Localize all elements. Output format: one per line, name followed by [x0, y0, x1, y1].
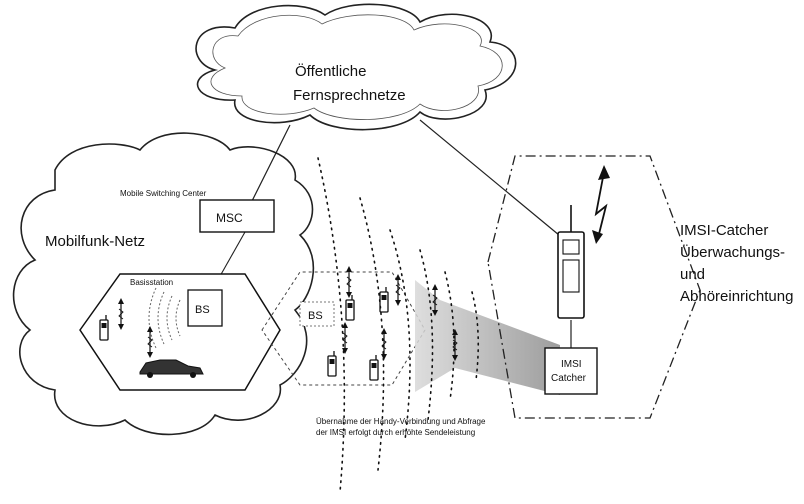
mobile-phone-icon — [557, 205, 585, 319]
bs-left-box — [187, 289, 223, 327]
public-network-cloud-icon — [195, 3, 517, 131]
mobile-phone-icon — [379, 286, 389, 313]
caption-line-1: Übernahme der Handy-Verbindung und Abfra… — [316, 417, 486, 426]
mobile-phone-icon — [369, 354, 379, 381]
imsi-catcher-box-label-1: IMSI — [561, 359, 582, 370]
radio-wave-icon — [148, 287, 181, 349]
signal-propagation-arcs — [317, 157, 480, 493]
lightning-icon — [592, 165, 610, 244]
bs-middle-box — [299, 301, 335, 327]
signal-beam — [415, 280, 560, 395]
public-network-label-1: Öffentliche — [295, 62, 366, 80]
imsi-title-4: Abhöreinrichtung — [680, 288, 793, 305]
mobile-phone-icon — [327, 350, 337, 377]
imsi-catcher-box — [544, 347, 598, 395]
bs-middle-label: BS — [308, 310, 323, 322]
bidirectional-arrow-icon — [396, 277, 400, 303]
base-station-caption: Basisstation — [130, 278, 173, 287]
imsi-title-2: Überwachungs- — [680, 243, 785, 261]
caption-line-2: der IMSI erfolgt durch erhöhte Sendeleis… — [316, 428, 475, 437]
imsi-catcher-zone — [487, 155, 701, 419]
car-icon — [139, 359, 204, 378]
msc-box — [199, 199, 275, 233]
mobile-phone-icon — [345, 294, 355, 321]
imsi-title-3: und — [680, 266, 705, 283]
bs-left-label: BS — [195, 304, 210, 316]
imsi-catcher-box-label-2: Catcher — [551, 373, 587, 384]
imsi-title-1: IMSI-Catcher — [680, 222, 768, 239]
msc-label: MSC — [216, 211, 243, 225]
public-network-label-2: Fernsprechnetze — [293, 87, 406, 104]
bidirectional-arrow-icon — [347, 269, 351, 295]
home-cell-hexagon — [79, 273, 281, 391]
mobile-network-label: Mobilfunk-Netz — [45, 233, 145, 250]
catcher-to-public-network-line — [419, 119, 566, 241]
msc-to-public-network-line — [249, 124, 291, 206]
msc-caption: Mobile Switching Center — [120, 189, 207, 198]
